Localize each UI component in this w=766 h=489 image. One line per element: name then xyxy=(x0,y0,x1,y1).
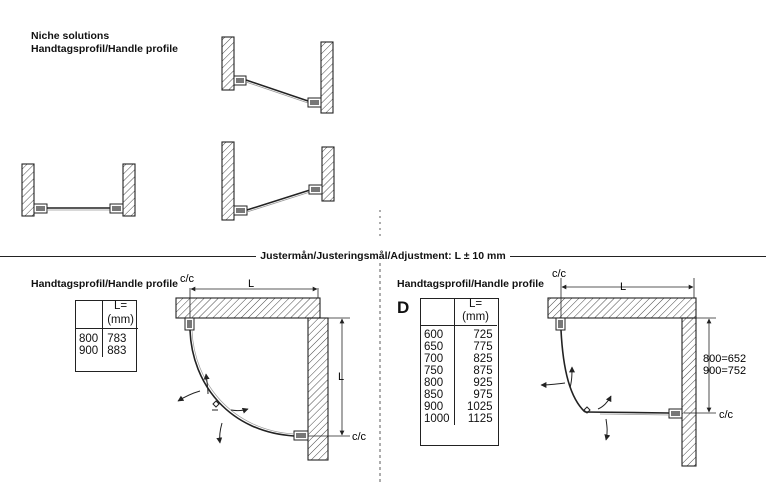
wall-left xyxy=(221,141,235,221)
wall-right xyxy=(307,317,329,461)
door-glass xyxy=(246,189,311,211)
panel-a-title: Handtagsprofil/Handle profile xyxy=(31,278,179,290)
table-row: 900 883 xyxy=(75,345,138,357)
curved-door xyxy=(189,329,295,437)
swing-arrow xyxy=(597,395,612,410)
panel-a-table: L= (mm) 800 783 900 883 xyxy=(75,300,139,357)
swing-arrow xyxy=(230,407,249,414)
swing-arrow xyxy=(568,366,575,389)
wall-right xyxy=(320,41,334,114)
door-glass xyxy=(245,79,312,103)
niche-diagram-straight xyxy=(21,163,136,217)
door-handle xyxy=(583,406,591,414)
adjustment-text: Justermån/Justeringsmål/Adjustment: L ± … xyxy=(256,250,510,262)
swing-arrow xyxy=(540,381,566,388)
straight-door xyxy=(584,411,670,414)
panel-d-cc-right: c/c xyxy=(719,409,734,421)
wall-top xyxy=(547,297,697,319)
swing-arrow xyxy=(177,390,201,402)
panel-d-header-mm: (mm) xyxy=(454,311,497,326)
panel-a-L-top: L xyxy=(248,278,254,290)
panel-d-plan xyxy=(540,278,716,467)
door-handle xyxy=(212,400,220,411)
curved-door xyxy=(560,329,586,413)
panel-d-side-label-1: 800=652 xyxy=(703,353,746,365)
swing-arrow xyxy=(216,422,223,444)
niche-heading: Niche solutions xyxy=(31,30,110,42)
panel-d-title: Handtagsprofil/Handle profile xyxy=(397,278,545,290)
panel-d-letter: D xyxy=(397,298,410,317)
panel-d-side-label-2: 900=752 xyxy=(703,365,746,377)
wall-right xyxy=(321,146,335,202)
niche-diagram-diagonal xyxy=(221,36,334,114)
panel-a-cc-bottom: c/c xyxy=(352,431,367,443)
wall-right xyxy=(122,163,136,217)
panel-a-table-box: L= (mm) 800 783 900 883 xyxy=(75,300,139,372)
panel-d-L-top: L xyxy=(620,281,626,293)
table-row: 800 783 xyxy=(75,328,138,345)
wall-top xyxy=(175,297,321,319)
wall-left xyxy=(21,163,35,217)
handle-profile-heading: Handtagsprofil/Handle profile xyxy=(31,43,179,55)
panel-a-header-mm: (mm) xyxy=(102,314,139,329)
panel-a-L-side: L xyxy=(338,371,344,383)
panel-a-plan xyxy=(175,286,350,461)
panel-a-cc-top: c/c xyxy=(180,273,195,285)
panel-a-header-l: L= xyxy=(114,300,128,312)
swing-arrow xyxy=(604,418,611,441)
panel-d-header-l: L= xyxy=(469,298,483,310)
adjustment-banner: Justermån/Justeringsmål/Adjustment: L ± … xyxy=(0,249,766,263)
swing-arrow xyxy=(203,373,210,395)
panel-d-cc-top: c/c xyxy=(552,268,567,280)
wall-right xyxy=(681,317,697,467)
niche-diagram-offset xyxy=(221,141,335,221)
wall-left xyxy=(221,36,235,91)
